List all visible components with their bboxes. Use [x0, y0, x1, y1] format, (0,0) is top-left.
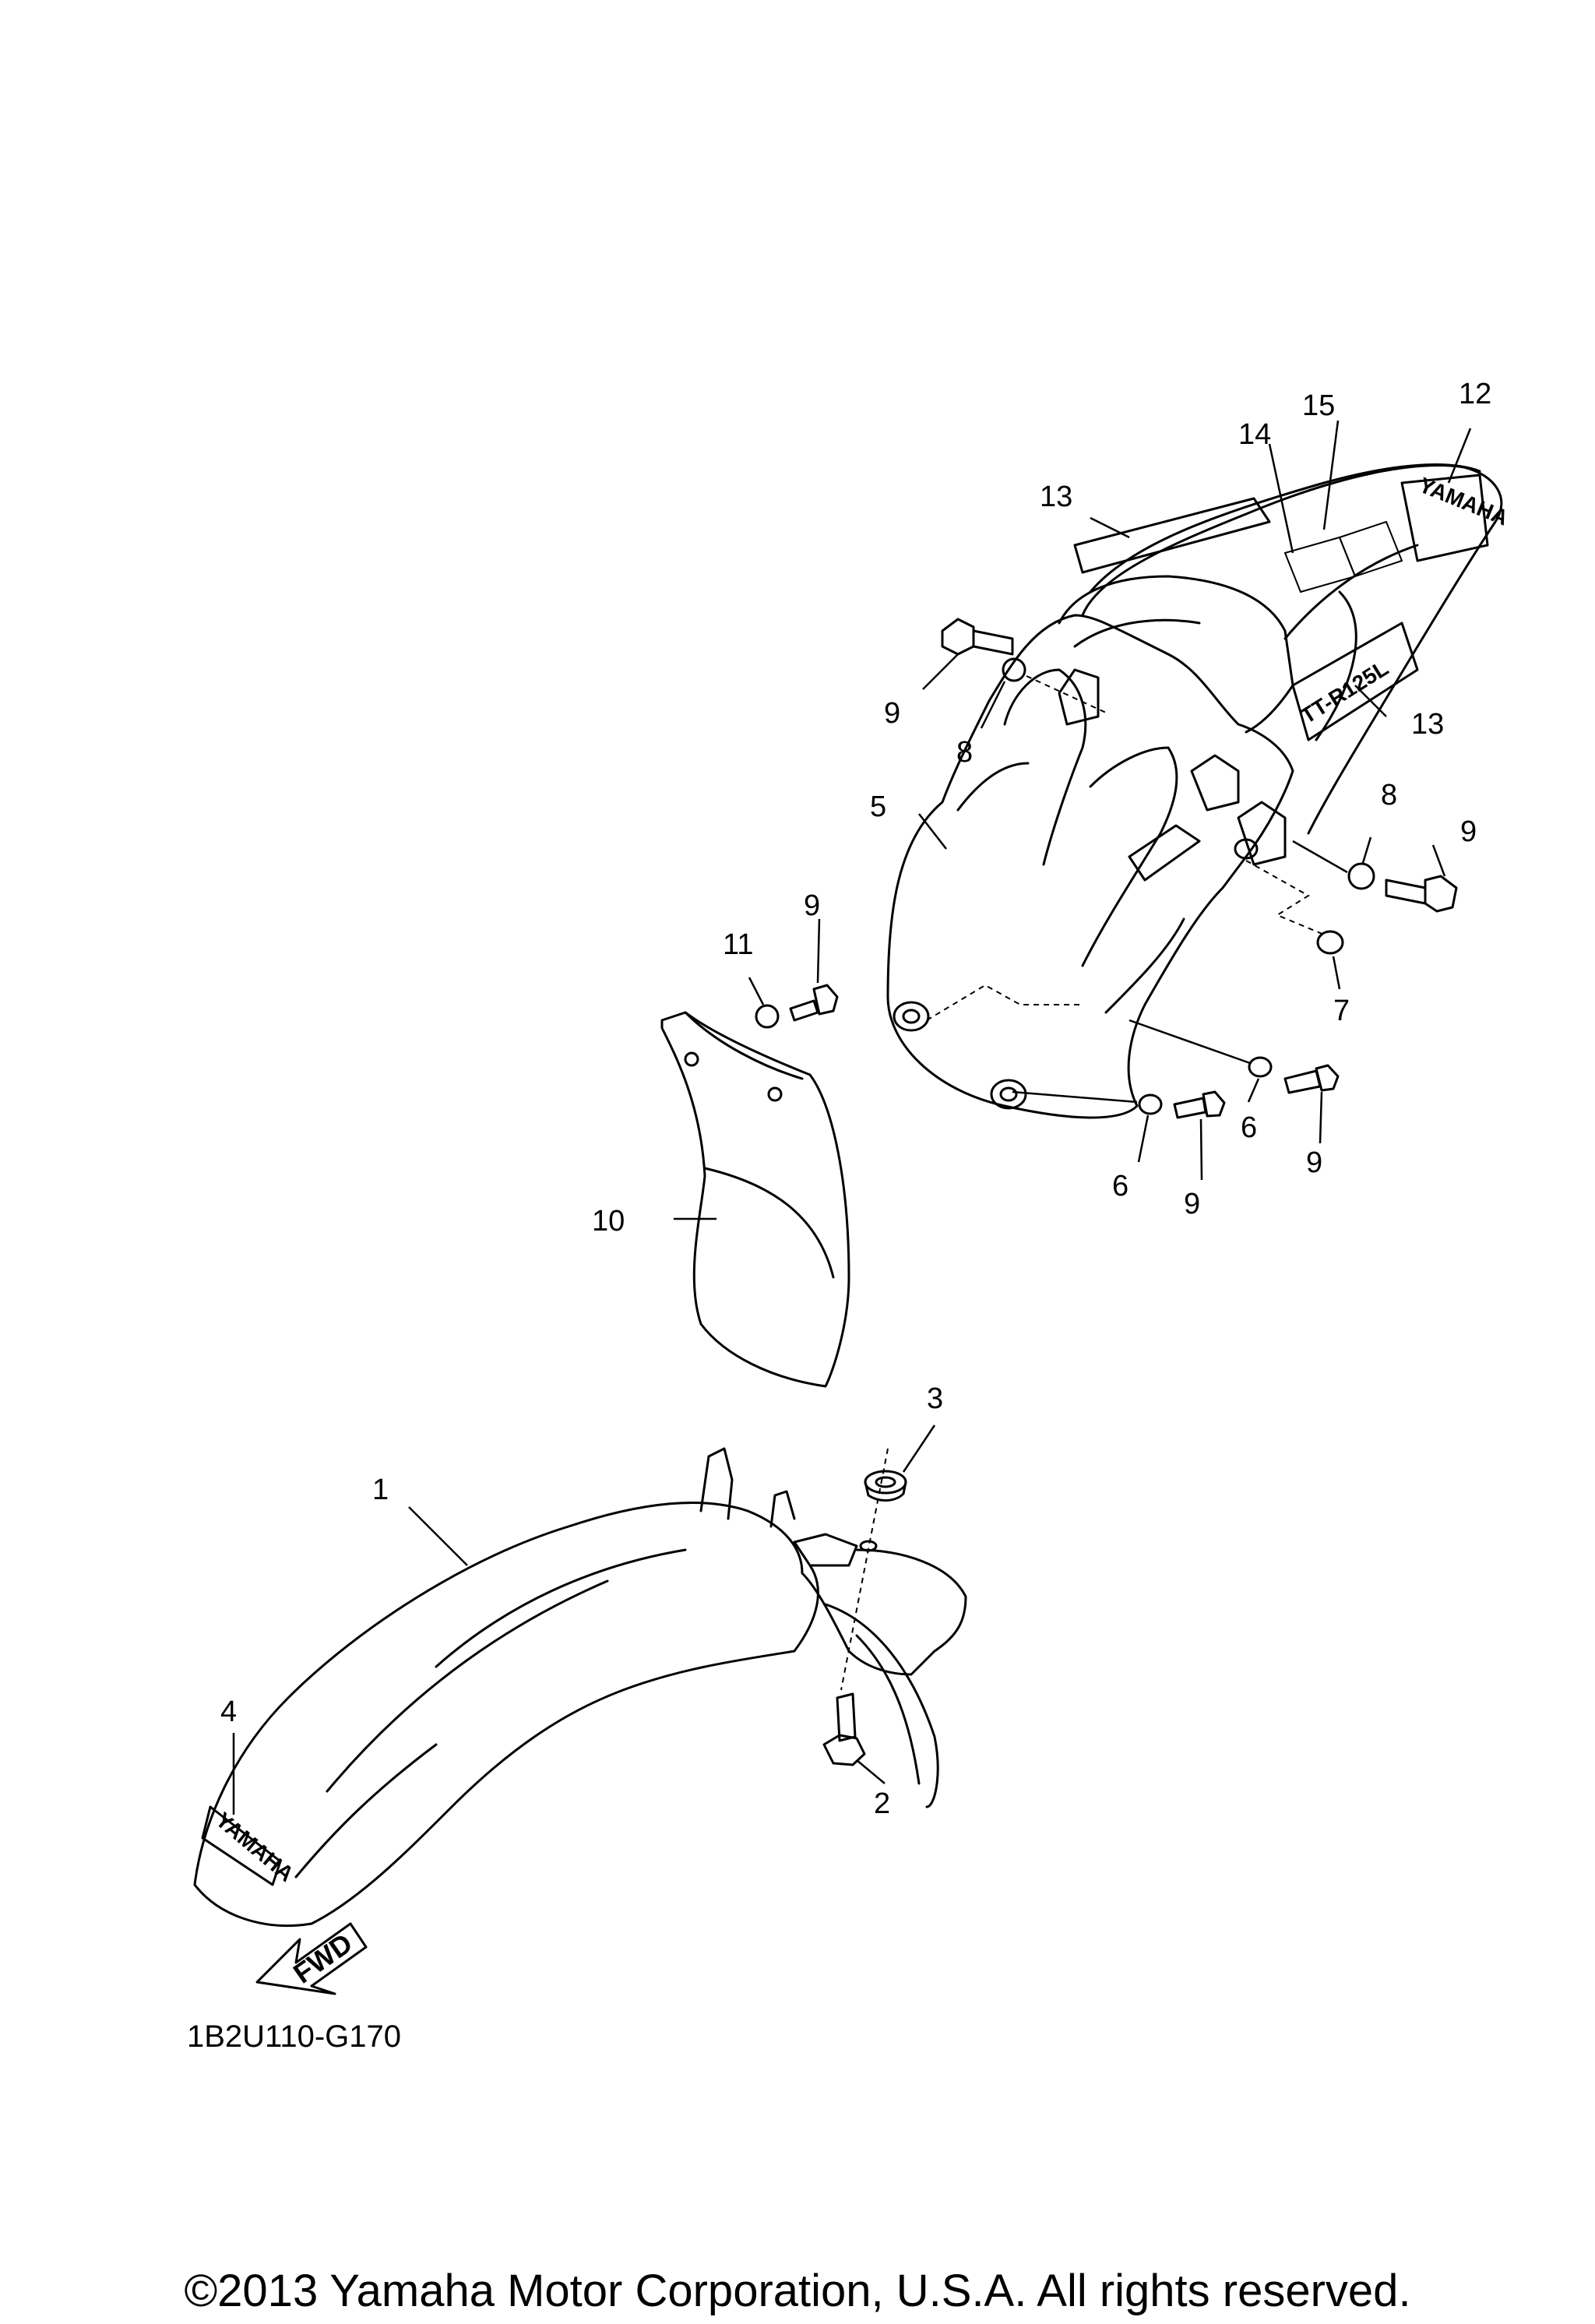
- callout-8-left: 8: [956, 736, 973, 769]
- collar-7[interactable]: [1316, 930, 1344, 955]
- callout-9-flap: 9: [804, 889, 820, 922]
- rear-fender[interactable]: [886, 575, 1294, 1119]
- callout-13-upper: 13: [1040, 481, 1072, 513]
- callout-8-right: 8: [1381, 779, 1397, 812]
- assembly-lines: [840, 675, 1348, 1691]
- callout-3: 3: [927, 1382, 943, 1415]
- callout-1: 1: [372, 1474, 389, 1506]
- callout-9-lower-mid: 9: [1184, 1188, 1200, 1220]
- washer-11[interactable]: [755, 1004, 780, 1029]
- collar-6-left[interactable]: [1138, 1093, 1163, 1115]
- callout-7: 7: [1333, 995, 1350, 1027]
- callout-numbers: 12 15 14 13 13 9 8 5 8 9 7 9 11 6 9 6 9 …: [220, 378, 1491, 1820]
- svg-text:YAMAHA: YAMAHA: [211, 1808, 298, 1886]
- callout-11: 11: [723, 928, 753, 961]
- front-fender[interactable]: YAMAHA: [193, 1447, 967, 1927]
- callout-14: 14: [1238, 418, 1271, 451]
- callout-9-lower-right: 9: [1306, 1146, 1322, 1179]
- bolt-9-lower-right[interactable]: [1283, 1064, 1340, 1094]
- grommet-3[interactable]: [864, 1470, 907, 1502]
- callout-15: 15: [1302, 389, 1335, 422]
- bolt-9-flap[interactable]: [789, 984, 839, 1022]
- front-yamaha-decal: YAMAHA: [201, 1805, 298, 1886]
- callout-2: 2: [874, 1787, 890, 1820]
- callout-10: 10: [592, 1205, 625, 1238]
- washer-8-right[interactable]: [1347, 862, 1375, 890]
- bolt-9-lower-mid[interactable]: [1173, 1090, 1226, 1119]
- bolt-9-right[interactable]: [1385, 875, 1458, 913]
- leader-lines: [232, 420, 1472, 1815]
- copyright-notice: ©2013 Yamaha Motor Corporation, U.S.A. A…: [184, 2266, 1411, 2316]
- callout-9-upper-left: 9: [884, 697, 900, 730]
- callout-6-right: 6: [1241, 1111, 1257, 1144]
- fwd-arrow-icon: FWD: [255, 1922, 368, 1995]
- callout-4: 4: [220, 1695, 237, 1728]
- collar-6-right[interactable]: [1248, 1056, 1273, 1078]
- callout-12: 12: [1459, 378, 1491, 410]
- washer-8-left[interactable]: [1002, 657, 1026, 682]
- decal-15: [1338, 520, 1403, 578]
- svg-text:FWD: FWD: [287, 1927, 358, 1990]
- decal-strip-13: [1073, 497, 1271, 574]
- svg-text:YAMAHA: YAMAHA: [1416, 473, 1512, 530]
- bolt-2[interactable]: [822, 1692, 866, 1766]
- mud-flap[interactable]: [660, 1011, 850, 1388]
- rear-cover[interactable]: YAMAHA TT-R125L: [1081, 463, 1512, 835]
- callout-9-right: 9: [1460, 815, 1477, 848]
- callout-13-side: 13: [1411, 708, 1444, 741]
- callout-5: 5: [870, 791, 886, 823]
- callout-6-left: 6: [1112, 1170, 1128, 1202]
- diagram-code: 1B2U110-G170: [187, 2019, 401, 2054]
- bolt-9-upper-left[interactable]: [941, 618, 1014, 656]
